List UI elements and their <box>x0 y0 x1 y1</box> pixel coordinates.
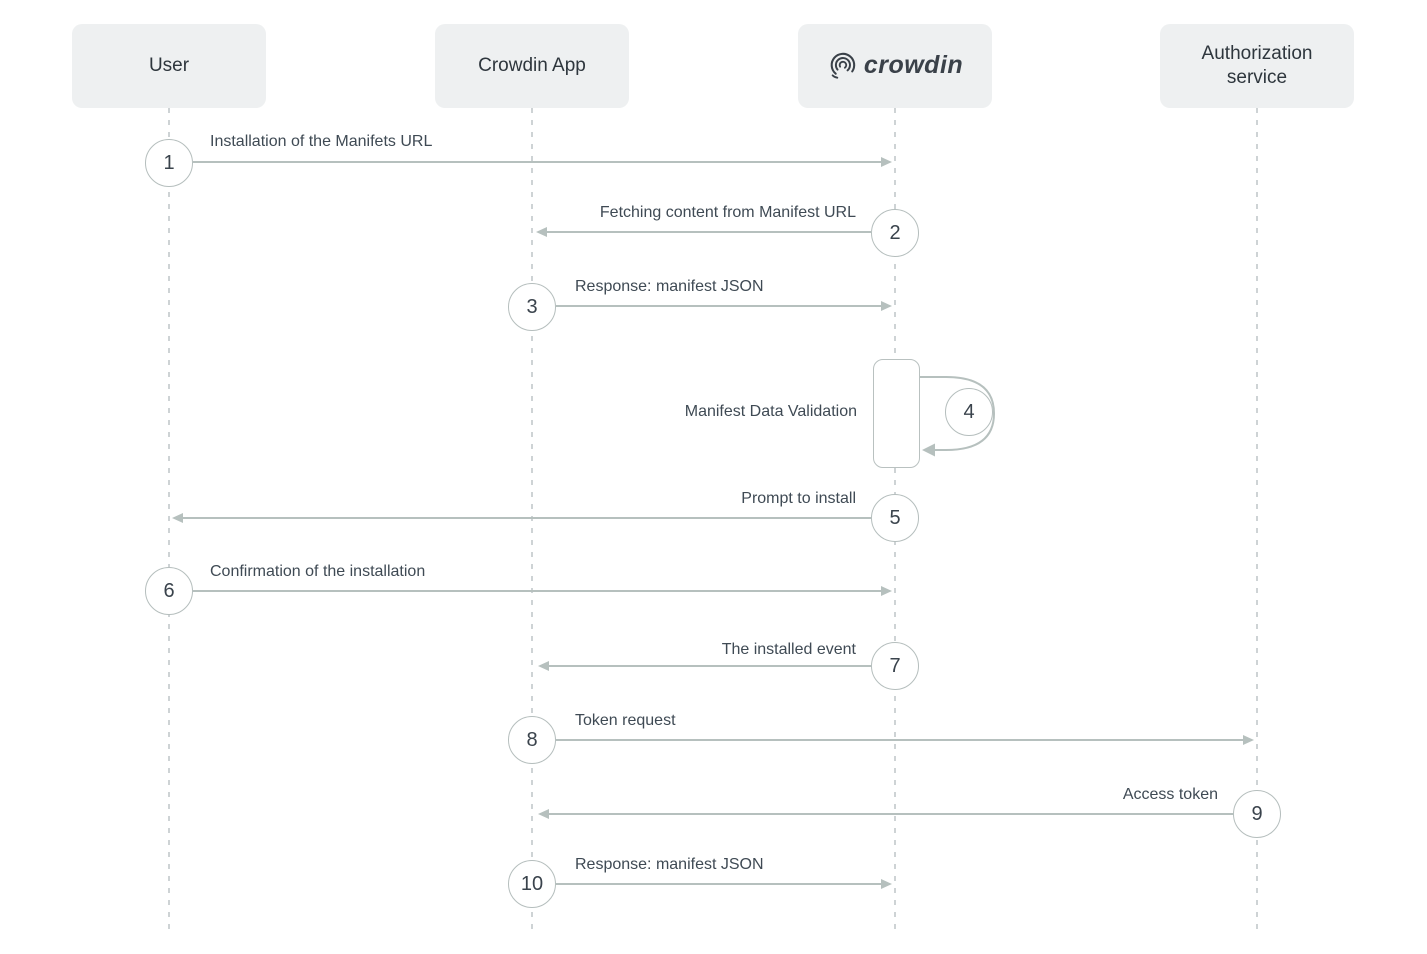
message-label: Response: manifest JSON <box>575 856 764 873</box>
message-label: Access token <box>1122 786 1218 803</box>
message-arrow <box>193 157 892 167</box>
actor-authorization-service-label: Authorization service <box>1201 43 1313 88</box>
arrowhead-icon <box>881 157 892 167</box>
step-number-badge: 1 <box>145 139 193 187</box>
step-number: 4 <box>963 400 975 423</box>
step-number-badge: 3 <box>508 283 556 331</box>
arrowhead-icon <box>538 661 549 671</box>
message-label: Confirmation of the installation <box>210 563 426 580</box>
actor-crowdin: crowdin <box>798 24 992 108</box>
message-label: Manifest Data Validation <box>684 403 857 420</box>
message-label: Response: manifest JSON <box>575 278 764 295</box>
step-number: 2 <box>889 221 901 244</box>
step-number-badge: 10 <box>508 860 556 908</box>
step-number: 1 <box>163 151 175 174</box>
step-number: 9 <box>1251 802 1263 825</box>
arrowhead-icon <box>881 586 892 596</box>
self-loop-arrow <box>920 376 996 457</box>
message-label: Fetching content from Manifest URL <box>599 204 856 221</box>
step-number: 5 <box>889 506 901 529</box>
step-number-badge: 2 <box>871 209 919 257</box>
step-number-badge: 9 <box>1233 790 1281 838</box>
arrowhead-icon <box>881 301 892 311</box>
step-number-badge: 7 <box>871 642 919 690</box>
step-number-badge: 8 <box>508 716 556 764</box>
actor-user: User <box>72 24 266 108</box>
lifeline-user <box>168 108 170 932</box>
activation-box <box>873 359 920 468</box>
message-arrow <box>556 879 892 889</box>
step-number-badge: 5 <box>871 494 919 542</box>
step-number: 6 <box>163 579 175 602</box>
message-arrow <box>538 661 871 671</box>
message-arrow <box>193 586 892 596</box>
message-arrow <box>538 809 1233 819</box>
arrowhead-icon <box>172 513 183 523</box>
message-arrow <box>172 513 871 523</box>
step-number-badge: 4 <box>945 388 993 436</box>
actor-user-label: User <box>148 55 190 77</box>
step-number-badge: 6 <box>145 567 193 615</box>
step-number: 10 <box>520 872 544 895</box>
message-label: The installed event <box>721 641 856 658</box>
actor-crowdin-label: crowdin <box>863 51 964 80</box>
lifeline-authorization-service <box>1256 108 1258 932</box>
arrowhead-icon <box>538 809 549 819</box>
arrowhead-icon <box>1243 735 1254 745</box>
actor-crowdin-app-label: Crowdin App <box>478 55 586 77</box>
arrowhead-icon <box>536 227 547 237</box>
message-label: Prompt to install <box>741 490 856 507</box>
message-label: Installation of the Manifets URL <box>210 133 433 150</box>
arrowhead-icon <box>922 443 935 457</box>
message-arrow <box>556 735 1254 745</box>
step-number: 8 <box>526 728 538 751</box>
lifeline-crowdin-app <box>531 108 533 932</box>
step-number: 7 <box>889 654 901 677</box>
message-arrow <box>556 301 892 311</box>
step-number: 3 <box>526 295 538 318</box>
crowdin-logo-icon <box>827 51 857 81</box>
actor-authorization-service: Authorization service <box>1160 24 1354 108</box>
message-arrow <box>536 227 871 237</box>
arrowhead-icon <box>881 879 892 889</box>
message-label: Token request <box>575 712 676 729</box>
actor-crowdin-app: Crowdin App <box>435 24 629 108</box>
